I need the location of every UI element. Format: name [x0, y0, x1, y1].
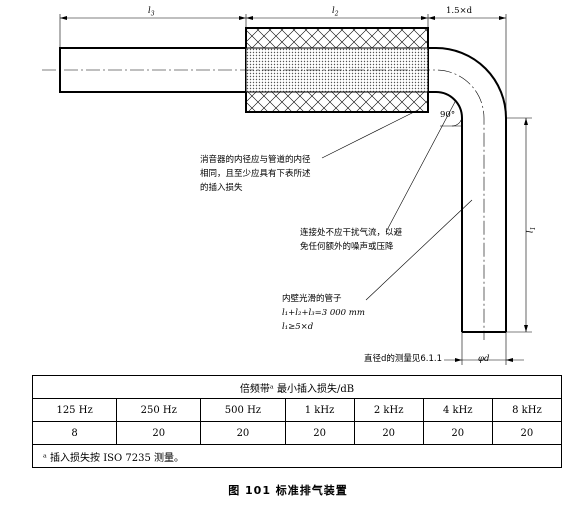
- value-cell: 20: [200, 421, 286, 445]
- dim-diameter: φd: [478, 354, 490, 364]
- dim-bend-radius: 1.5×d: [446, 6, 473, 16]
- pipe-note: 内壁光滑的管子 l₁+l₂+l₃=3 000 mm l₁≥5×d: [282, 294, 365, 332]
- band-cell: 1 kHz: [284, 398, 355, 422]
- value-cell: 20: [353, 421, 424, 445]
- silencer-note: 消音器的内径应与管道的内径 相同，且至少应具有下表所述 的插入损失: [200, 155, 311, 193]
- diagram-drawing: [42, 14, 532, 365]
- value-cell: 20: [284, 421, 355, 445]
- table-footnote: ᵃ 插入损失按 ISO 7235 测量。: [32, 444, 562, 468]
- joint-note: 连接处不应干扰气流，以避 免任何额外的噪声或压降: [300, 228, 403, 252]
- diameter-note: 直径d的测量见6.1.1: [364, 354, 443, 364]
- value-cell: 20: [422, 421, 493, 445]
- value-cell: 20: [491, 421, 563, 445]
- band-cell: 8 kHz: [491, 398, 563, 422]
- table-row-bands: 125 Hz 250 Hz 500 Hz 1 kHz 2 kHz 4 kHz 8…: [31, 398, 563, 422]
- band-cell: 500 Hz: [200, 398, 286, 422]
- exhaust-diagram: l3 l2 1.5×d l1 90° φd 消音器的内径应与管道的内径 相同，且…: [42, 6, 538, 365]
- value-cell: 8: [31, 421, 118, 445]
- dim-l3: l3: [148, 6, 155, 18]
- table-header: 倍频带ᵃ 最小插入损失/dB: [32, 375, 562, 399]
- figure-caption: 图 101 标准排气装置: [228, 484, 348, 497]
- pipe-bend-outer: [435, 47, 507, 119]
- dim-l1: l1: [525, 226, 538, 234]
- band-cell: 250 Hz: [116, 398, 202, 422]
- dim-angle: 90°: [440, 110, 456, 120]
- band-cell: 4 kHz: [422, 398, 493, 422]
- centerline: [42, 69, 485, 340]
- value-cell: 20: [116, 421, 202, 445]
- band-cell: 125 Hz: [31, 398, 118, 422]
- table-row-values: 8 20 20 20 20 20 20: [31, 421, 563, 445]
- band-cell: 2 kHz: [353, 398, 424, 422]
- pipe-bend-inner: [435, 91, 463, 119]
- dim-l2: l2: [332, 6, 339, 18]
- insertion-loss-table: 倍频带ᵃ 最小插入损失/dB 125 Hz 250 Hz 500 Hz 1 kH…: [31, 375, 563, 468]
